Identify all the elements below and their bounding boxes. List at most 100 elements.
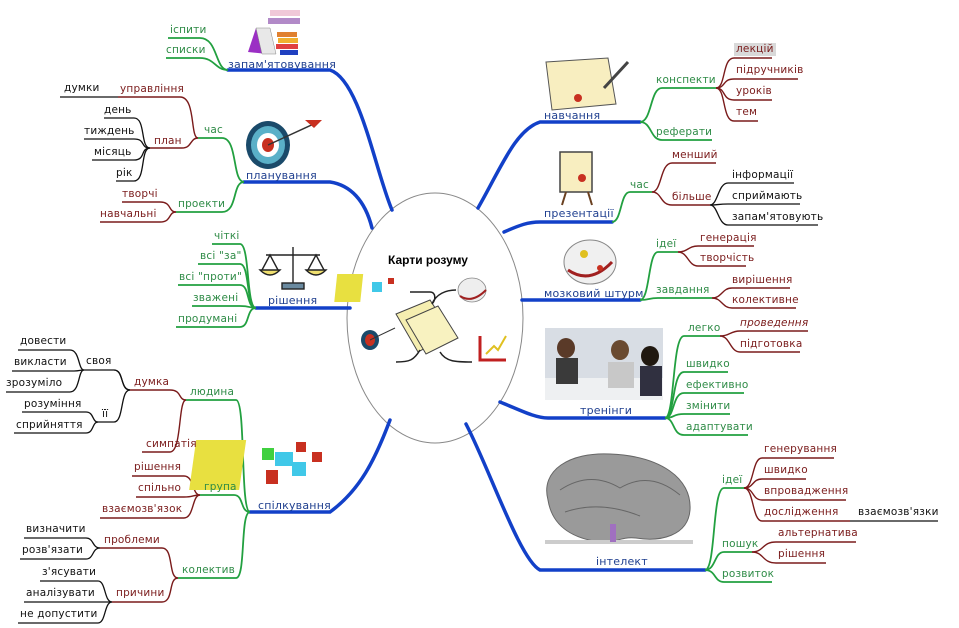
conn bbox=[100, 494, 201, 519]
node-vyznachyty[interactable]: визначити bbox=[26, 523, 86, 535]
node-shturm-idei[interactable]: ідеї bbox=[656, 238, 677, 250]
node-tvorchist[interactable]: творчість bbox=[700, 252, 755, 264]
node-zminyty[interactable]: змінити bbox=[686, 400, 731, 412]
node-vsi-za[interactable]: всі "за" bbox=[200, 250, 242, 262]
node-chas[interactable]: час bbox=[204, 124, 224, 136]
node-rozviazaty[interactable]: розв'язати bbox=[22, 544, 84, 556]
node-chitki[interactable]: чіткі bbox=[214, 230, 240, 242]
node-zapamiatovuiut[interactable]: запам'ятовують bbox=[732, 211, 824, 223]
mindmap-center-icon bbox=[334, 274, 487, 363]
growth-chart-icon bbox=[478, 335, 507, 362]
node-zrozumilo[interactable]: зрозуміло bbox=[6, 377, 63, 389]
node-tyzhden[interactable]: тиждень bbox=[84, 125, 135, 137]
node-efektyvno[interactable]: ефективно bbox=[686, 379, 749, 391]
node-ludyna[interactable]: людина bbox=[190, 386, 235, 398]
node-ii[interactable]: її bbox=[102, 408, 109, 420]
node-problemy[interactable]: проблеми bbox=[104, 534, 160, 546]
node-prezentatsii[interactable]: презентації bbox=[544, 207, 614, 220]
node-vzaiemozviazok[interactable]: взаємозв'язок bbox=[102, 503, 183, 515]
conn bbox=[651, 191, 710, 206]
node-ispyty[interactable]: іспити bbox=[170, 24, 207, 36]
node-hrupa[interactable]: група bbox=[204, 481, 237, 493]
node-zvazheni[interactable]: зважені bbox=[193, 292, 239, 304]
conn bbox=[118, 96, 199, 139]
node-doslidzhennia[interactable]: дослідження bbox=[764, 506, 839, 518]
node-informatsii[interactable]: інформації bbox=[732, 169, 794, 181]
node-intel-idei[interactable]: ідеї bbox=[722, 474, 743, 486]
node-vyrishennia[interactable]: вирішення bbox=[732, 274, 793, 286]
node-navchannia[interactable]: навчання bbox=[544, 109, 601, 122]
node-spilkuvannia[interactable]: спілкування bbox=[258, 499, 331, 512]
branch-intel-line bbox=[464, 422, 707, 572]
node-lektsii[interactable]: лекцій bbox=[734, 43, 776, 56]
node-menshyi[interactable]: менший bbox=[672, 149, 718, 161]
node-ne-dopustyty[interactable]: не допустити bbox=[20, 608, 98, 620]
node-vyklasty[interactable]: викласти bbox=[14, 356, 67, 368]
node-ziasuvaty[interactable]: з'ясувати bbox=[42, 566, 97, 578]
node-den[interactable]: день bbox=[104, 104, 132, 116]
node-mozkovyi-shturm[interactable]: мозковий штурм bbox=[544, 287, 644, 300]
node-treninhy[interactable]: тренінги bbox=[580, 404, 633, 417]
conn bbox=[20, 547, 101, 560]
node-analizuvaty[interactable]: аналізувати bbox=[26, 587, 95, 599]
node-spilno[interactable]: спільно bbox=[138, 482, 182, 494]
node-tvorchi[interactable]: творчі bbox=[122, 188, 158, 200]
conn bbox=[743, 487, 850, 522]
node-konspekty[interactable]: конспекти bbox=[656, 74, 716, 86]
node-pidhotovka[interactable]: підготовка bbox=[740, 338, 803, 350]
node-vprovadzhennia[interactable]: впровадження bbox=[764, 485, 849, 497]
node-upravlinnia[interactable]: управління bbox=[120, 83, 185, 95]
node-rishennia[interactable]: рішення bbox=[268, 294, 318, 307]
node-navchalni[interactable]: навчальні bbox=[100, 208, 157, 220]
node-vzaiemozviazky[interactable]: взаємозв'язки bbox=[858, 506, 939, 518]
node-shvydko[interactable]: швидко bbox=[686, 358, 730, 370]
node-intel-rishennia[interactable]: рішення bbox=[778, 548, 826, 560]
node-kolektyv[interactable]: колектив bbox=[182, 564, 236, 576]
node-sympatiia[interactable]: симпатія bbox=[146, 438, 197, 450]
node-plan[interactable]: план bbox=[154, 135, 182, 147]
node-tem[interactable]: тем bbox=[736, 106, 758, 118]
node-prez-chas[interactable]: час bbox=[630, 179, 650, 191]
node-rik[interactable]: рік bbox=[116, 167, 133, 179]
node-heneruvannia[interactable]: генерування bbox=[764, 443, 838, 455]
conn bbox=[664, 413, 730, 419]
node-adaptuvaty[interactable]: адаптувати bbox=[686, 421, 753, 433]
node-dumky[interactable]: думки bbox=[64, 82, 100, 94]
conn bbox=[677, 251, 746, 267]
node-lehko[interactable]: легко bbox=[688, 322, 721, 334]
node-intel-shvydko[interactable]: швидко bbox=[764, 464, 808, 476]
node-pidruchnykiv[interactable]: підручників bbox=[736, 64, 804, 76]
node-rozvytok[interactable]: розвиток bbox=[722, 568, 775, 580]
node-dumka[interactable]: думка bbox=[134, 376, 170, 388]
conn bbox=[704, 487, 744, 571]
node-heneratsiia[interactable]: генерація bbox=[700, 232, 757, 244]
conn bbox=[709, 204, 818, 226]
node-spryimaiut[interactable]: сприймають bbox=[732, 190, 803, 202]
node-dovesty[interactable]: довести bbox=[20, 335, 67, 347]
node-vsi-proty[interactable]: всі "проти" bbox=[179, 271, 242, 283]
node-kolektyvne[interactable]: колективне bbox=[732, 294, 799, 306]
node-svoia[interactable]: своя bbox=[86, 355, 112, 367]
conn bbox=[709, 182, 794, 206]
node-zavdannia[interactable]: завдання bbox=[656, 284, 710, 296]
node-poshuk[interactable]: пошук bbox=[722, 538, 759, 550]
node-produmani[interactable]: продумані bbox=[178, 313, 238, 325]
node-rozuminnia[interactable]: розуміння bbox=[24, 398, 82, 410]
node-planuvannia[interactable]: планування bbox=[246, 169, 317, 182]
node-misiats[interactable]: місяць bbox=[94, 146, 132, 158]
node-urokiv[interactable]: уроків bbox=[736, 85, 772, 97]
node-intelekt[interactable]: інтелект bbox=[596, 555, 648, 568]
node-referaty[interactable]: реферати bbox=[656, 126, 713, 138]
conn bbox=[664, 335, 720, 419]
node-alternatyva[interactable]: альтернатива bbox=[778, 527, 858, 539]
conn bbox=[98, 389, 131, 423]
node-spysky[interactable]: списки bbox=[166, 44, 206, 56]
node-bilshe[interactable]: більше bbox=[672, 191, 712, 203]
conn bbox=[142, 399, 187, 453]
node-zapamiatovuvannia[interactable]: запам'ятовування bbox=[228, 58, 337, 71]
node-proekty[interactable]: проекти bbox=[178, 198, 226, 210]
node-prychyny[interactable]: причини bbox=[116, 587, 165, 599]
node-provedennia[interactable]: проведення bbox=[740, 317, 809, 329]
node-spryiniattia[interactable]: сприйняття bbox=[16, 419, 83, 431]
node-hrupa-rishennia[interactable]: рішення bbox=[134, 461, 182, 473]
